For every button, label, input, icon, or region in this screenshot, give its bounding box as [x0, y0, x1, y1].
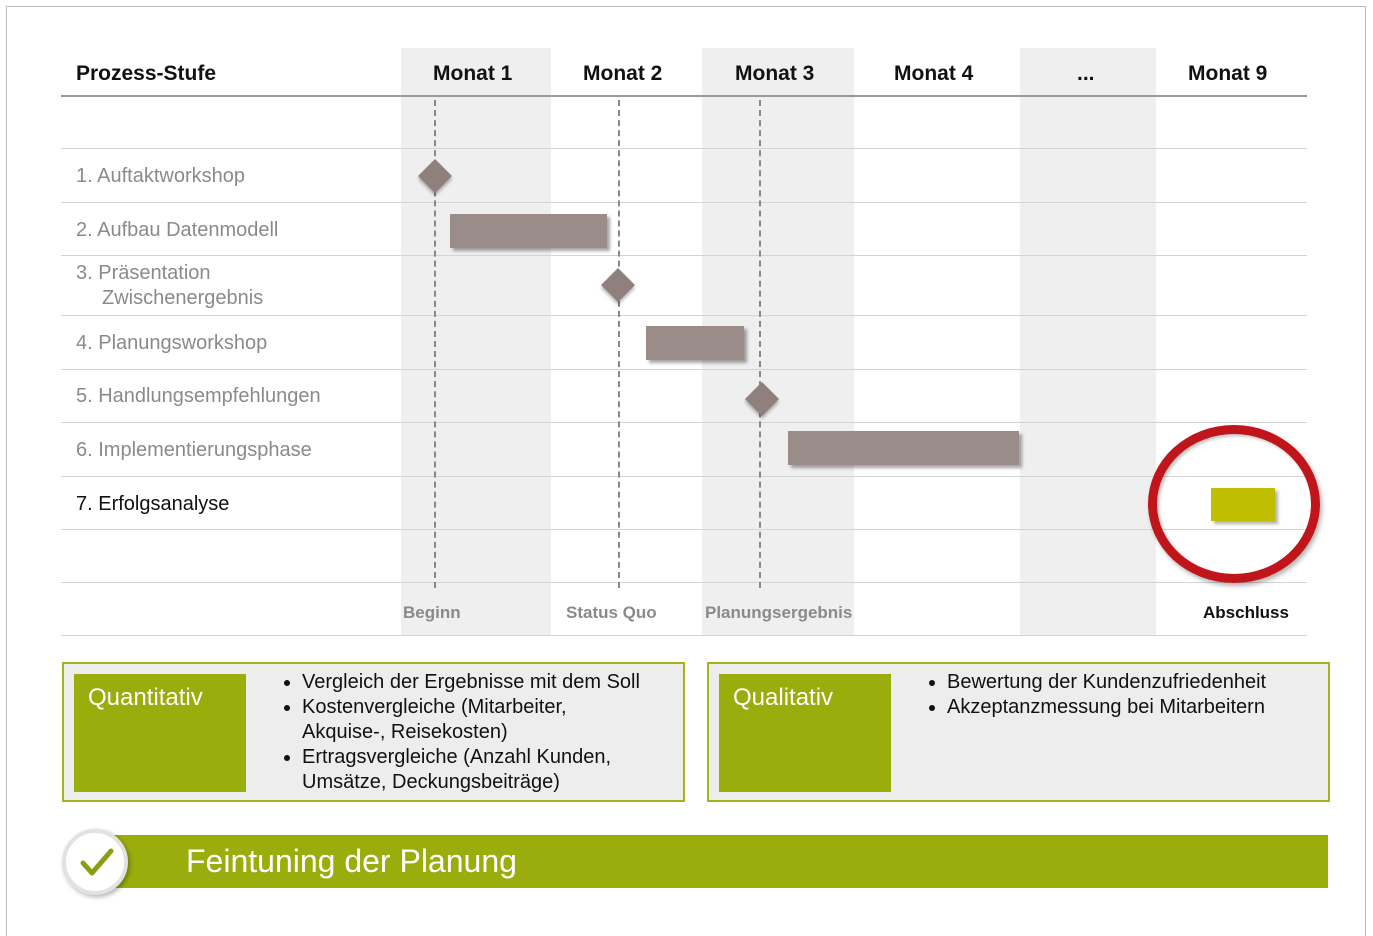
header-divider: [61, 95, 1307, 97]
month-header: Monat 4: [894, 62, 974, 85]
milestone-line-status-quo: [618, 100, 620, 588]
row-label: 3. Präsentation Zwischenergebnis: [76, 261, 263, 311]
row-divider: [61, 255, 1307, 256]
list-item-text: Kostenvergleiche (Mitarbeiter,: [302, 696, 567, 718]
row-label: 1. Auftaktworkshop: [76, 165, 245, 187]
row-divider: [61, 369, 1307, 370]
month-header: Monat 2: [583, 62, 663, 85]
quantitativ-list: Vergleich der Ergebnisse mit dem Soll Ko…: [276, 670, 702, 795]
list-item-text: Ertragsvergleiche (Anzahl Kunden,: [302, 746, 612, 768]
quantitativ-tag: Quantitativ: [74, 674, 246, 792]
list-item-text: Umsätze, Deckungsbeiträge): [302, 771, 560, 793]
row-divider: [61, 529, 1307, 530]
milestone-line-beginn: [434, 100, 436, 588]
ellipsis-column: [1020, 48, 1156, 636]
month-header: Monat 9: [1188, 62, 1268, 85]
list-item: Kostenvergleiche (Mitarbeiter, Akquise-, …: [302, 695, 702, 745]
milestone-label: Abschluss: [1203, 603, 1289, 622]
row-divider: [61, 148, 1307, 149]
month-header: Monat 3: [735, 62, 815, 85]
row-label: 4. Planungsworkshop: [76, 332, 268, 354]
list-item-text: Vergleich der Ergebnisse mit dem Soll: [302, 671, 640, 693]
list-item: Vergleich der Ergebnisse mit dem Soll: [302, 670, 702, 695]
banner-title: Feintuning der Planung: [186, 843, 517, 879]
task-bar-datenmodell: [450, 214, 607, 248]
checkmark-icon: [62, 829, 128, 895]
stage-header: Prozess-Stufe: [76, 62, 217, 85]
slide-frame: [6, 6, 1366, 936]
highlight-ring: [1148, 425, 1320, 583]
month-header: Monat 1: [433, 62, 513, 85]
quantitativ-box: Quantitativ Vergleich der Ergebnisse mit…: [62, 662, 685, 802]
list-item: Bewertung der Kundenzufriedenheit: [947, 670, 1347, 695]
summary-banner: [95, 835, 1328, 888]
task-bar-implementierung: [788, 431, 1019, 465]
row-divider: [61, 635, 1307, 636]
list-item: Akzeptanzmessung bei Mitarbeitern: [947, 695, 1347, 720]
row-divider: [61, 202, 1307, 203]
list-item-text: Akquise-, Reisekosten): [302, 721, 508, 743]
row-label: 7. Erfolgsanalyse: [76, 493, 230, 515]
row-label: 5. Handlungsempfehlungen: [76, 385, 321, 407]
qualitativ-list: Bewertung der Kundenzufriedenheit Akzept…: [921, 670, 1347, 720]
row-divider: [61, 582, 1307, 583]
milestone-label: Status Quo: [566, 603, 657, 622]
row-label-line: Zwischenergebnis: [102, 287, 264, 309]
qualitativ-tag: Qualitativ: [719, 674, 891, 792]
milestone-label: Beginn: [403, 603, 461, 622]
list-item: Ertragsvergleiche (Anzahl Kunden, Umsätze…: [302, 745, 702, 795]
milestone-label: Planungsergebnis: [705, 603, 853, 622]
task-bar-planungsworkshop: [646, 326, 744, 360]
row-divider: [61, 476, 1307, 477]
month-1-column: [401, 48, 551, 636]
row-label-line: 3. Präsentation: [76, 262, 211, 284]
row-label: 2. Aufbau Datenmodell: [76, 219, 279, 241]
row-divider: [61, 315, 1307, 316]
row-divider: [61, 422, 1307, 423]
row-label: 6. Implementierungsphase: [76, 439, 312, 461]
month-header: ...: [1077, 62, 1095, 85]
milestone-line-planungsergebnis: [759, 100, 761, 588]
qualitativ-box: Qualitativ Bewertung der Kundenzufrieden…: [707, 662, 1330, 802]
